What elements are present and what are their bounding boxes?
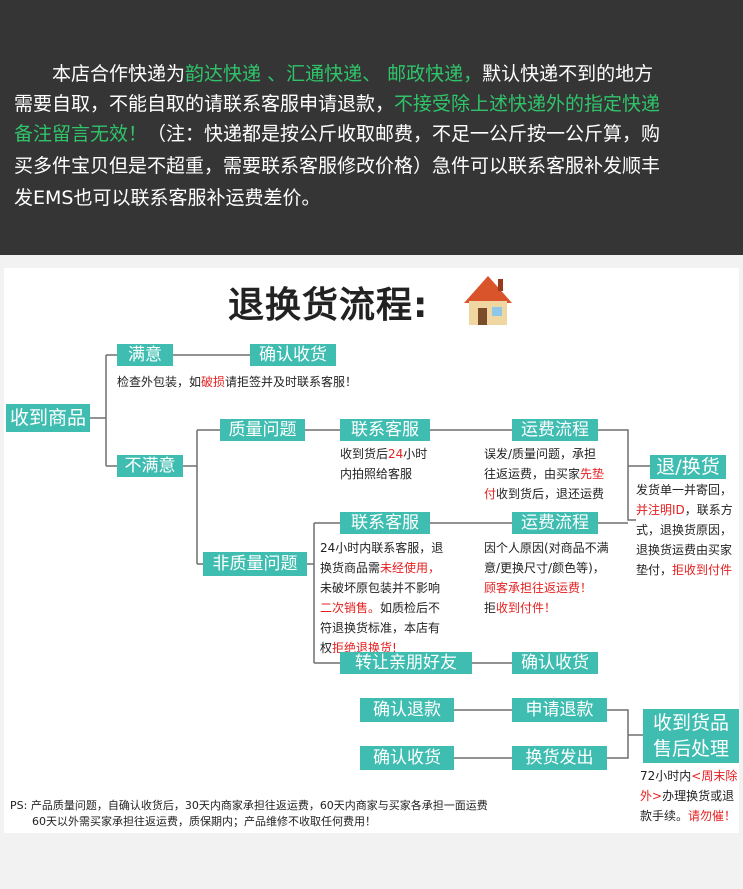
notice-line-4: 买多件宝贝但是不超重，需要联系客服修改价格）急件可以联系客服补发顺丰 <box>14 155 661 177</box>
note-text: 发货单一并寄回， <box>636 483 733 497</box>
note-warning: 未经使用， <box>380 561 441 575</box>
quality-issue-node: 质量问题 <box>220 419 305 441</box>
notice-couriers: 韵达快递 、汇通快递、 邮政快递， <box>185 63 483 85</box>
notice-highlight: 不接受除上述快递外的指定快递 <box>394 93 661 115</box>
check-package-note: 检查外包装，如破损请拒签并及时联系客服！ <box>117 372 357 392</box>
cs-note-2: 24小时内联系客服，退 换货商品需未经使用， 未破坏原包装并不影响 二次销售。如… <box>320 538 443 658</box>
confirm-receipt-node-3: 确认收货 <box>360 746 454 770</box>
notice-line-1: 本店合作快递为韵达快递 、汇通快递、 邮政快递，默认快递不到的地方 <box>14 58 739 90</box>
received-goods-node: 收到商品 <box>6 404 90 432</box>
note-text: 24小时内联系客服，退 换货商品需 <box>320 541 444 575</box>
notice-line-2: 需要自取，不能自取的请联系客服申请退款，不接受除上述快递外的指定快递 <box>14 88 739 120</box>
return-exchange-note: 发货单一并寄回， 并注明ID，联系方 式，退换货原因， 退换货运费由买家 垫付，… <box>636 480 743 580</box>
note-text: 收到货后，退还运费 <box>496 487 605 501</box>
ps-note: PS: 产品质量问题，自确认收货后，30天内商家承担往返运费，60天内商家与买家… <box>10 798 488 830</box>
node-label: 售后处理 <box>652 738 729 760</box>
note-text: 小时 内拍照给客服 <box>340 447 428 481</box>
note-text: 拒 <box>484 601 497 615</box>
notice-highlight: 备注留言无效！ <box>14 123 148 145</box>
return-exchange-node: 退/换货 <box>650 455 726 479</box>
note-warning: 拒收到付件 <box>672 563 733 577</box>
note-warning: 24 <box>388 447 404 461</box>
note-text: 未破坏原包装并不影响 <box>320 581 441 595</box>
note-warning: 收到付件！ <box>496 601 557 615</box>
note-text: 误发/质量问题，承担 往返运费，由买家 <box>484 447 597 481</box>
note-text: 因个人原因(对商品不满 意/更换尺寸/颜色等)， <box>484 541 609 575</box>
node-label: 收到货品 <box>652 712 729 734</box>
ps-line-2: 60天以外需买家承担往返运费，质保期内；产品维修不收取任何费用！ <box>32 815 376 828</box>
confirm-refund-node: 确认退款 <box>360 698 454 722</box>
note-warning: 二次销售。 <box>320 601 381 615</box>
after-sales-note: 72小时内<周末除 外>办理换货或退 款手续。请勿催！ <box>640 766 742 826</box>
note-text: 如质检后不 符退换货标准，本店有 权 <box>320 601 441 655</box>
note-warning: <周末除 外> <box>640 769 738 803</box>
shipping-notice-banner: 本店合作快递为韵达快递 、汇通快递、 邮政快递，默认快递不到的地方 需要自取，不… <box>0 0 743 255</box>
confirm-receipt-node-2: 确认收货 <box>512 652 598 674</box>
notice-text: 默认快递不到的地方 <box>482 63 654 85</box>
non-quality-issue-node: 非质量问题 <box>203 552 307 576</box>
flow-title: 退换货流程: <box>228 285 429 326</box>
note-text: 办理换货或退 款手续。 <box>640 789 735 823</box>
shipping-note-2: 因个人原因(对商品不满 意/更换尺寸/颜色等)， 顾客承担往返运费！ 拒收到付件… <box>484 538 609 618</box>
shipping-note-1: 误发/质量问题，承担 往返运费，由买家先垫 付收到货后，退还运费 <box>484 444 604 504</box>
note-warning: 顾客承担往返运费！ <box>484 581 593 595</box>
notice-line-5: 发EMS也可以联系客服补运费差价。 <box>14 187 321 209</box>
house-icon <box>464 276 512 325</box>
transfer-to-friends-node: 转让亲朋好友 <box>340 652 472 674</box>
note-warning: 先垫 付 <box>484 467 605 501</box>
note-warning: 并注明ID <box>636 503 685 517</box>
note-text: ，联系方 式，退换货原因， 退换货运费由买家 垫付， <box>636 503 733 577</box>
node-label: 确认收货 <box>373 747 441 768</box>
contact-cs-node-1: 联系客服 <box>340 419 430 441</box>
contact-cs-node-2: 联系客服 <box>340 512 430 534</box>
notice-text: 本店合作快递为 <box>52 63 186 85</box>
unsatisfied-node: 不满意 <box>117 455 183 477</box>
note-text: 收到货后 <box>340 447 389 461</box>
notice-text: 需要自取，不能自取的请联系客服申请退款， <box>14 93 395 115</box>
note-warning: 拒绝退换货! <box>332 641 397 655</box>
note-text: 检查外包装，如 <box>117 375 202 389</box>
satisfied-node: 满意 <box>117 344 173 366</box>
ps-line-1: PS: 产品质量问题，自确认收货后，30天内商家承担往返运费，60天内商家与买家… <box>10 799 488 812</box>
shipping-flow-node-1: 运费流程 <box>512 419 598 441</box>
note-warning: 请勿催！ <box>688 809 737 823</box>
note-text: 72小时内 <box>640 769 692 783</box>
after-sales-node: 收到货品售后处理 <box>643 709 739 763</box>
confirm-receipt-node: 确认收货 <box>250 344 336 366</box>
note-warning: 破损 <box>201 375 226 389</box>
apply-refund-node: 申请退款 <box>512 698 607 722</box>
notice-text: （注：快递都是按公斤收取邮费，不足一公斤按一公斤算，购 <box>147 123 661 145</box>
note-text: 请拒签并及时联系客服！ <box>225 375 358 389</box>
shipping-flow-node-2: 运费流程 <box>512 512 598 534</box>
notice-line-3: 备注留言无效！（注：快递都是按公斤收取邮费，不足一公斤按一公斤算，购 <box>14 118 739 150</box>
cs-note-1: 收到货后24小时 内拍照给客服 <box>340 444 427 484</box>
exchange-shipped-node: 换货发出 <box>512 746 607 770</box>
